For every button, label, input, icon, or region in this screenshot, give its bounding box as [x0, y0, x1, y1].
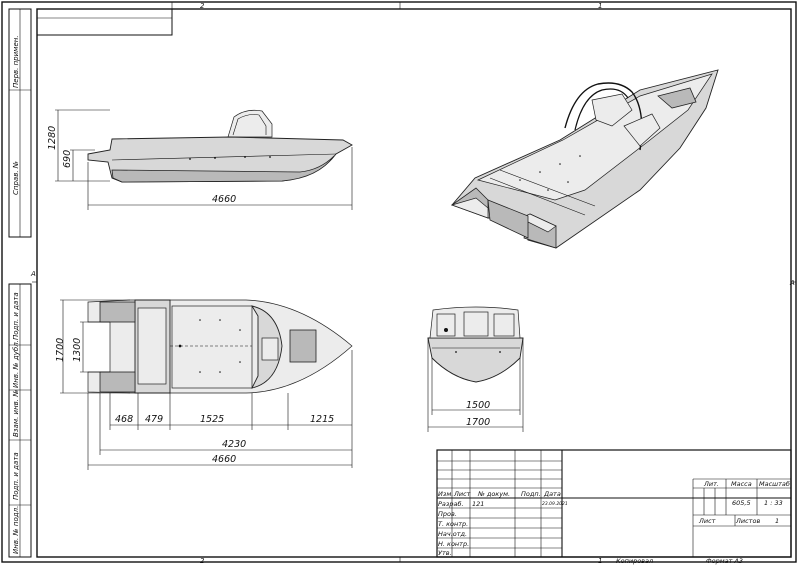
- title-block: Изм. Лист № докум. Подп. Дата Разраб. 12…: [436, 449, 792, 558]
- stamp-perv-primen: Перв. примен.: [12, 35, 20, 88]
- tb-mass-value: 605,5: [732, 499, 751, 507]
- tb-hdr-izm: Изм.: [438, 490, 453, 498]
- dim-plan-1215: 1215: [310, 414, 334, 425]
- side-windshield: [227, 109, 273, 138]
- plan-view-dimensions: 1700 1300 468 479 1525 1215 4230 4660: [55, 299, 353, 470]
- iso-rail: [564, 82, 643, 151]
- zone-top-1: 1: [598, 2, 602, 10]
- stamp-sprav: Справ. №: [12, 161, 20, 195]
- tb-mass-label: Масса: [731, 480, 752, 488]
- tb-hdr-list: Лист: [453, 490, 471, 498]
- front-hull: [427, 337, 524, 383]
- tb-scale-label: Масштаб: [759, 480, 790, 488]
- zone-left-a: A: [30, 270, 36, 278]
- front-view-boat: [427, 306, 524, 383]
- inner-frame: [36, 8, 792, 558]
- side-view-dimensions: 1280 690 4660: [47, 109, 353, 210]
- zone-top-2: 2: [200, 2, 205, 10]
- front-view-dimensions: 1500 1700: [427, 338, 524, 432]
- zone-bottom-1: 1: [598, 557, 602, 565]
- stamp-inv-podl: Инв. № подл.: [12, 506, 20, 554]
- tb-row-utv: Утв.: [438, 549, 452, 557]
- zone-bottom-2: 2: [200, 557, 205, 565]
- plan-view-boat: [87, 299, 353, 394]
- dim-plan-1525: 1525: [200, 414, 224, 425]
- iso-bow-hatch: [657, 87, 697, 109]
- dim-front-1700: 1700: [466, 417, 490, 428]
- tb-row-razrab: Разраб.: [438, 500, 464, 508]
- iso-deck: [476, 73, 713, 201]
- tb-hdr-data: Дата: [543, 490, 561, 498]
- dim-side-4660: 4660: [212, 194, 236, 205]
- tb-row-tkontr: Т. контр.: [438, 520, 468, 528]
- tb-sheets-value: 1: [775, 517, 779, 525]
- isometric-view-boat: [450, 69, 719, 249]
- left-stamp-column: Перв. примен. Справ. № Подп. и дата Инв.…: [8, 8, 32, 558]
- dim-front-1500: 1500: [466, 400, 490, 411]
- tb-sheets-label: Листов: [735, 517, 760, 525]
- tb-lit-label: Лит.: [703, 480, 719, 488]
- side-view-boat: [87, 109, 353, 183]
- stamp-podp-data-2: Подп. и дата: [12, 452, 20, 500]
- plan-console: [261, 337, 279, 361]
- dim-plan-1700: 1700: [55, 338, 66, 362]
- dim-plan-479: 479: [145, 414, 163, 425]
- tb-row-nachotd: Нач.отд.: [438, 530, 467, 538]
- tb-developer-value: 121: [472, 500, 484, 508]
- zone-right-a: A: [789, 279, 795, 287]
- dim-plan-468: 468: [115, 414, 133, 425]
- plan-bow-hatch: [289, 329, 317, 363]
- tb-scale-value: 1 : 33: [764, 499, 783, 507]
- top-left-reference-box: [36, 8, 173, 36]
- tb-row-nkontr: Н. контр.: [438, 540, 469, 548]
- stamp-podp-data-1: Подп. и дата: [12, 292, 20, 340]
- tb-hdr-dokum: № докум.: [477, 490, 510, 498]
- stamp-vzam-inv: Взам. инв. №: [12, 389, 20, 437]
- dim-plan-4230: 4230: [222, 439, 246, 450]
- tb-sheet-label: Лист: [698, 517, 716, 525]
- footer-copied: Копировал: [616, 557, 653, 565]
- tb-date-value: 23.09.2021: [542, 501, 568, 507]
- plan-deck: [171, 305, 253, 389]
- tb-hdr-podp: Подп.: [521, 490, 541, 498]
- tb-row-prov: Пров.: [438, 510, 457, 518]
- footer-format: Формат А3: [706, 557, 743, 565]
- dim-plan-4660: 4660: [212, 454, 236, 465]
- dim-side-690: 690: [62, 150, 73, 168]
- dim-side-1280: 1280: [47, 126, 58, 150]
- stamp-inv-dubl: Инв. № дубл.: [12, 340, 20, 388]
- dim-plan-1300: 1300: [72, 338, 83, 362]
